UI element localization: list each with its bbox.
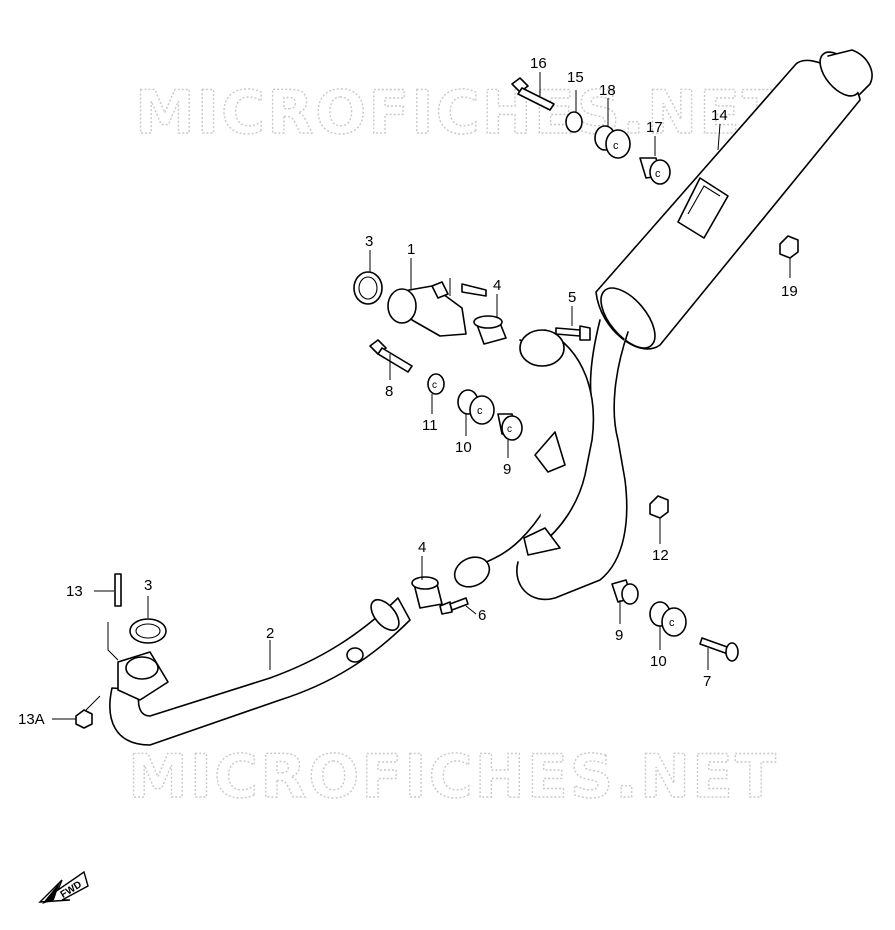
grommet-part-10-lower: c [649,601,687,637]
bolt-part-8 [369,339,413,373]
callout-5: 5 [568,289,576,306]
watermark-bottom: MICROFICHES.NET [128,742,778,812]
callout-2: 2 [266,625,274,642]
collar-part-9-lower [611,579,639,605]
svg-text:c: c [613,140,619,152]
callout-13a: 13A [18,711,45,728]
gasket-part-4-upper [473,315,507,345]
callout-9-upper: 9 [503,461,511,478]
bolt-part-6 [439,597,469,615]
callout-18: 18 [599,82,616,99]
svg-text:c: c [477,405,483,417]
callout-8: 8 [385,383,393,400]
joint-pipe-part-1 [387,281,467,337]
callout-9-lower: 9 [615,627,623,644]
callout-15: 15 [567,69,584,86]
callout-11: 11 [422,417,438,434]
callout-4-upper: 4 [493,277,501,294]
callout-17: 17 [646,119,663,136]
nut-part-13a [75,709,93,729]
callout-12: 12 [652,547,669,564]
svg-text:c: c [507,424,512,435]
gasket-part-3-upper [353,271,383,305]
callout-6: 6 [478,607,486,624]
gasket-part-3-lower [129,618,167,644]
mid-pipe-assembly [453,319,629,601]
washer-part-15 [565,111,583,133]
grommet-part-18: c [594,125,631,159]
callout-1: 1 [407,241,415,258]
nut-part-12 [649,495,669,519]
svg-text:c: c [669,617,675,629]
collar-part-9-upper: c [497,413,523,441]
callout-10-lower: 10 [650,653,667,670]
svg-text:c: c [432,380,437,391]
front-pipe-part-2 [109,597,411,746]
svg-text:c: c [655,168,661,180]
callout-labels: 16 15 18 17 14 3 1 4 5 19 8 11 10 9 12 4… [18,55,798,728]
washer-part-11: c [427,373,445,395]
watermark-top: MICROFICHES.NET [135,78,785,148]
forward-direction-arrow: FWD [38,870,89,904]
bolt-near-part-1 [461,283,487,297]
gasket-part-4-lower [411,576,443,609]
callout-3-lower: 3 [144,577,152,594]
muffler-part-14 [595,49,873,350]
callout-3-upper: 3 [365,233,373,250]
callout-14: 14 [711,107,728,124]
bolt-part-7 [699,637,739,662]
callout-4-lower: 4 [418,539,426,556]
stud-part-13 [114,573,122,607]
bolt-part-16 [511,77,555,111]
collar-part-17: c [639,157,671,185]
leader-lines [52,72,791,720]
nut-part-19 [779,235,799,259]
callout-13: 13 [66,583,83,600]
callout-16: 16 [530,55,547,72]
callout-19: 19 [781,283,798,300]
bolt-part-5 [555,325,591,341]
callout-7: 7 [703,673,711,690]
callout-10-upper: 10 [455,439,472,456]
grommet-part-10-upper: c [457,389,495,425]
